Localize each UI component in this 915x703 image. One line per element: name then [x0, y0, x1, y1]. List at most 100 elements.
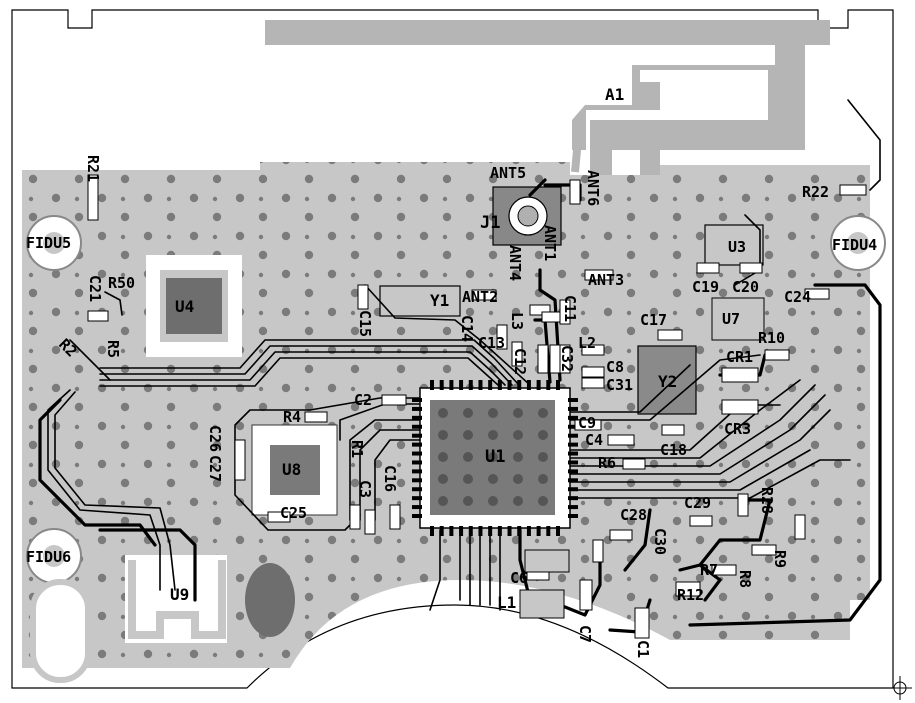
u1-thermal-via	[438, 408, 448, 418]
u1-pad-bottom	[449, 526, 454, 536]
u1-thermal-via	[538, 408, 548, 418]
u1-pad-right	[568, 415, 578, 420]
j1-connector	[492, 186, 562, 246]
u1-thermal-via	[538, 474, 548, 484]
label-l1: L1	[497, 593, 516, 612]
u1-thermal-via	[488, 408, 498, 418]
label-ant5: ANT5	[490, 164, 526, 182]
u1-pad-top	[546, 380, 551, 390]
u1-thermal-via	[538, 496, 548, 506]
label-cr1: CR1	[726, 348, 753, 366]
label-ant6: ANT6	[584, 170, 602, 206]
label-c6: C6	[510, 569, 528, 587]
u1-pad-top	[478, 380, 483, 390]
label-c4: C4	[585, 431, 603, 449]
u1-pad-right	[568, 442, 578, 447]
label-y2: Y2	[658, 372, 677, 391]
label-r50: R50	[108, 274, 135, 292]
u1-pad-top	[488, 380, 493, 390]
y2-crystal	[637, 345, 697, 415]
label-c8: C8	[606, 358, 624, 376]
label-fidu5: FIDU5	[26, 234, 71, 252]
fiducials	[26, 215, 886, 584]
u1-thermal-via	[463, 408, 473, 418]
u1-pad-left	[412, 451, 422, 456]
u4-outline	[146, 255, 242, 357]
u1-pad-top	[536, 380, 541, 390]
u1-thermal-via	[513, 430, 523, 440]
label-c20: C20	[732, 278, 759, 296]
label-c26: C26	[206, 425, 224, 452]
u1-thermal-via	[463, 452, 473, 462]
label-ant4: ANT4	[506, 245, 524, 281]
u9-outline	[30, 555, 295, 683]
label-fidu4: FIDU4	[832, 236, 877, 254]
u1-pad-right	[568, 514, 578, 518]
label-c31: C31	[606, 376, 633, 394]
u1-pad-top	[439, 380, 444, 390]
u1-thermal-via	[488, 452, 498, 462]
u1-thermal-via	[513, 496, 523, 506]
label-c24: C24	[784, 288, 811, 306]
label-c2: C2	[354, 391, 372, 409]
u1-pad-left	[412, 406, 422, 411]
label-u3: U3	[728, 238, 746, 256]
u1-thermal-via	[488, 430, 498, 440]
u1-pad-bottom	[536, 526, 541, 536]
u1-pad-right	[568, 505, 578, 510]
u1-thermal-via	[538, 452, 548, 462]
u1-thermal-via	[513, 474, 523, 484]
u1-pad-bottom	[459, 526, 464, 536]
label-r9: R9	[771, 550, 789, 568]
u1-thermal-via	[488, 474, 498, 484]
label-c15: C15	[356, 310, 374, 337]
label-u7: U7	[722, 310, 740, 328]
label-c21: C21	[86, 275, 104, 302]
u1-pad-top	[459, 380, 464, 390]
label-r8: R8	[736, 570, 754, 588]
u1-pad-top	[449, 380, 454, 390]
label-u8: U8	[282, 460, 301, 479]
label-r21: R21	[84, 155, 102, 182]
label-r28: R28	[758, 487, 776, 514]
origin-crosshair	[888, 676, 912, 700]
label-c11: C11	[561, 295, 579, 322]
u1-pad-left	[412, 442, 422, 447]
label-c14: C14	[458, 315, 476, 342]
u1-pad-top	[497, 380, 502, 390]
label-c12: C12	[511, 348, 529, 375]
u1-pad-top	[468, 380, 473, 390]
y1-crystal	[379, 285, 461, 317]
u1-pad-left	[412, 398, 422, 402]
label-c13: C13	[478, 334, 505, 352]
label-j1: J1	[480, 213, 500, 233]
label-r5: R5	[104, 340, 122, 358]
label-r22: R22	[802, 183, 829, 201]
u1-pad-top	[430, 380, 434, 390]
u1-pad-right	[568, 433, 578, 438]
u1-pad-left	[412, 478, 422, 483]
u1-pad-right	[568, 398, 578, 402]
label-cr3: CR3	[724, 420, 751, 438]
label-c7: C7	[576, 625, 594, 643]
label-r10: R10	[758, 329, 785, 347]
u1-thermal-via	[513, 452, 523, 462]
label-c30: C30	[651, 528, 669, 555]
label-u1: U1	[485, 447, 505, 467]
label-c27: C27	[206, 455, 224, 482]
u3-u7-packages	[704, 224, 765, 341]
label-y1: Y1	[430, 291, 449, 310]
label-c18: C18	[660, 441, 687, 459]
label-c3: C3	[356, 480, 374, 498]
label-ant3: ANT3	[588, 271, 624, 289]
antenna-a1-copper	[265, 20, 830, 175]
u1-pad-right	[568, 406, 578, 411]
label-c1: C1	[634, 640, 652, 658]
u1-thermal-via	[438, 452, 448, 462]
label-r6: R6	[598, 454, 616, 472]
u8-package	[251, 424, 338, 516]
u1-pad-right	[568, 469, 578, 474]
label-r12: R12	[677, 586, 704, 604]
label-c28: C28	[620, 506, 647, 524]
